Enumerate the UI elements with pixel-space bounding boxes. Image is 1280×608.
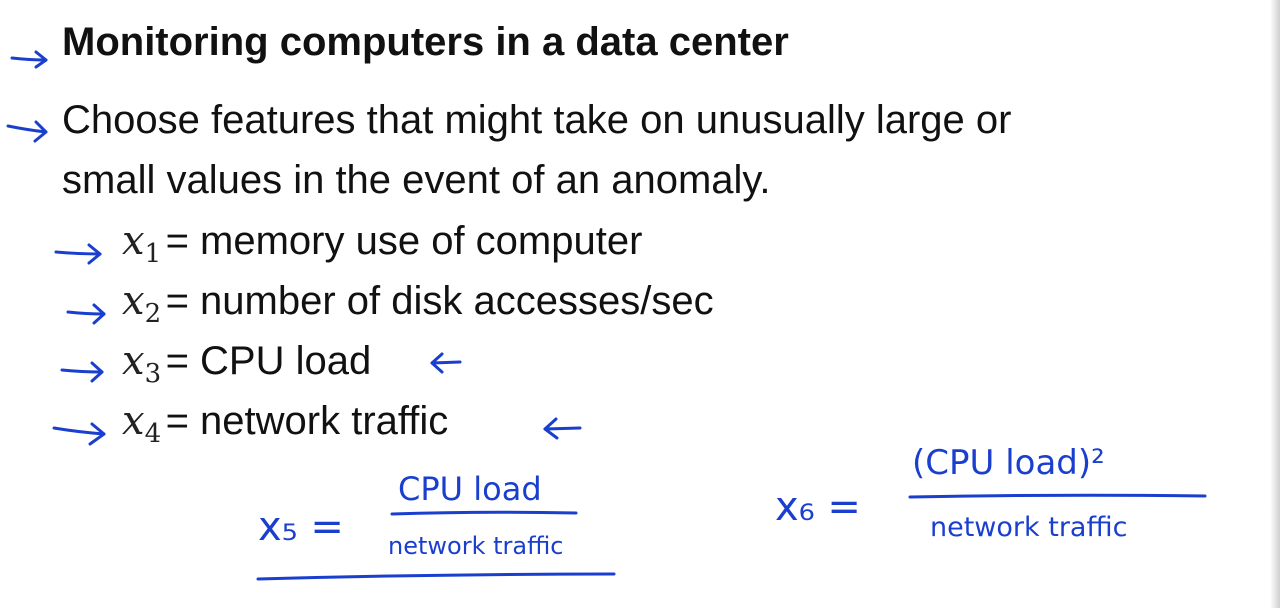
feature-row: x1 = memory use of computer [122, 218, 642, 269]
feature-variable: x2 [122, 278, 162, 329]
feature-definition: = memory use of computer [165, 219, 643, 263]
slide-edge-shadow [1270, 0, 1280, 608]
feature-definition: = CPU load [165, 339, 372, 383]
arrow-right-icon [52, 422, 106, 446]
feature-variable: x4 [122, 398, 162, 449]
slide-title: Monitoring computers in a data center [62, 20, 789, 64]
x5-numerator: CPU load [398, 470, 542, 508]
feature-definition: = number of disk accesses/sec [165, 279, 714, 323]
feature-row: x3 = CPU load [122, 338, 371, 389]
feature-variable: x3 [122, 338, 162, 389]
arrow-right-icon [66, 303, 106, 325]
feature-row: x2 = number of disk accesses/sec [122, 278, 714, 329]
feature-definition: = network traffic [165, 399, 449, 443]
x5-underline [256, 572, 616, 581]
arrow-right-icon [54, 243, 102, 265]
intro-line-2: small values in the event of an anomaly. [62, 158, 771, 202]
arrow-left-icon [430, 352, 462, 374]
x5-label: x₅ = [258, 504, 344, 550]
arrow-right-icon [60, 361, 104, 383]
arrow-right-icon [10, 50, 48, 69]
x6-numerator: (CPU load)² [912, 443, 1105, 483]
x6-denominator: network traffic [930, 512, 1127, 543]
intro-line-1: Choose features that might take on unusu… [62, 98, 1012, 142]
feature-variable: x1 [122, 218, 162, 269]
arrow-right-icon [6, 120, 48, 143]
x6-label: x₆ = [775, 484, 861, 530]
x5-fraction-bar [390, 510, 578, 516]
x6-fraction-bar [908, 493, 1207, 499]
x5-denominator: network traffic [388, 532, 563, 560]
feature-row: x4 = network traffic [122, 398, 448, 449]
arrow-left-icon [543, 417, 582, 440]
